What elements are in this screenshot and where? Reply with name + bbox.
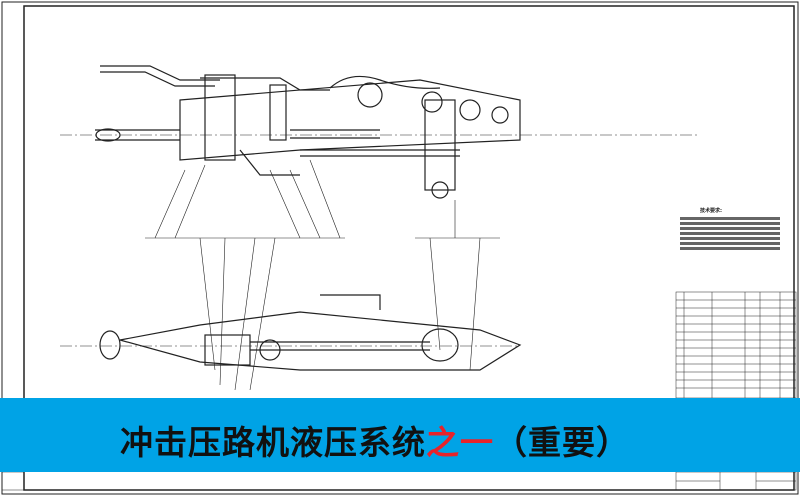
title-suffix: （重要） bbox=[494, 423, 630, 462]
title-highlight: 之一 bbox=[426, 423, 494, 462]
banner-title: 冲击压路机液压系统之一（重要） bbox=[120, 416, 630, 464]
notes-heading: 技术要求: bbox=[700, 208, 722, 214]
title-main: 冲击压路机液压系统 bbox=[120, 423, 426, 462]
top-view-assembly bbox=[60, 65, 700, 199]
technical-requirements-notes: 技术要求: bbox=[680, 208, 780, 252]
side-view-assembly bbox=[60, 294, 522, 371]
leader-lines bbox=[145, 159, 500, 391]
parts-list-table bbox=[1, 291, 797, 491]
drawing-frame bbox=[23, 5, 795, 491]
title-banner bbox=[0, 398, 800, 472]
